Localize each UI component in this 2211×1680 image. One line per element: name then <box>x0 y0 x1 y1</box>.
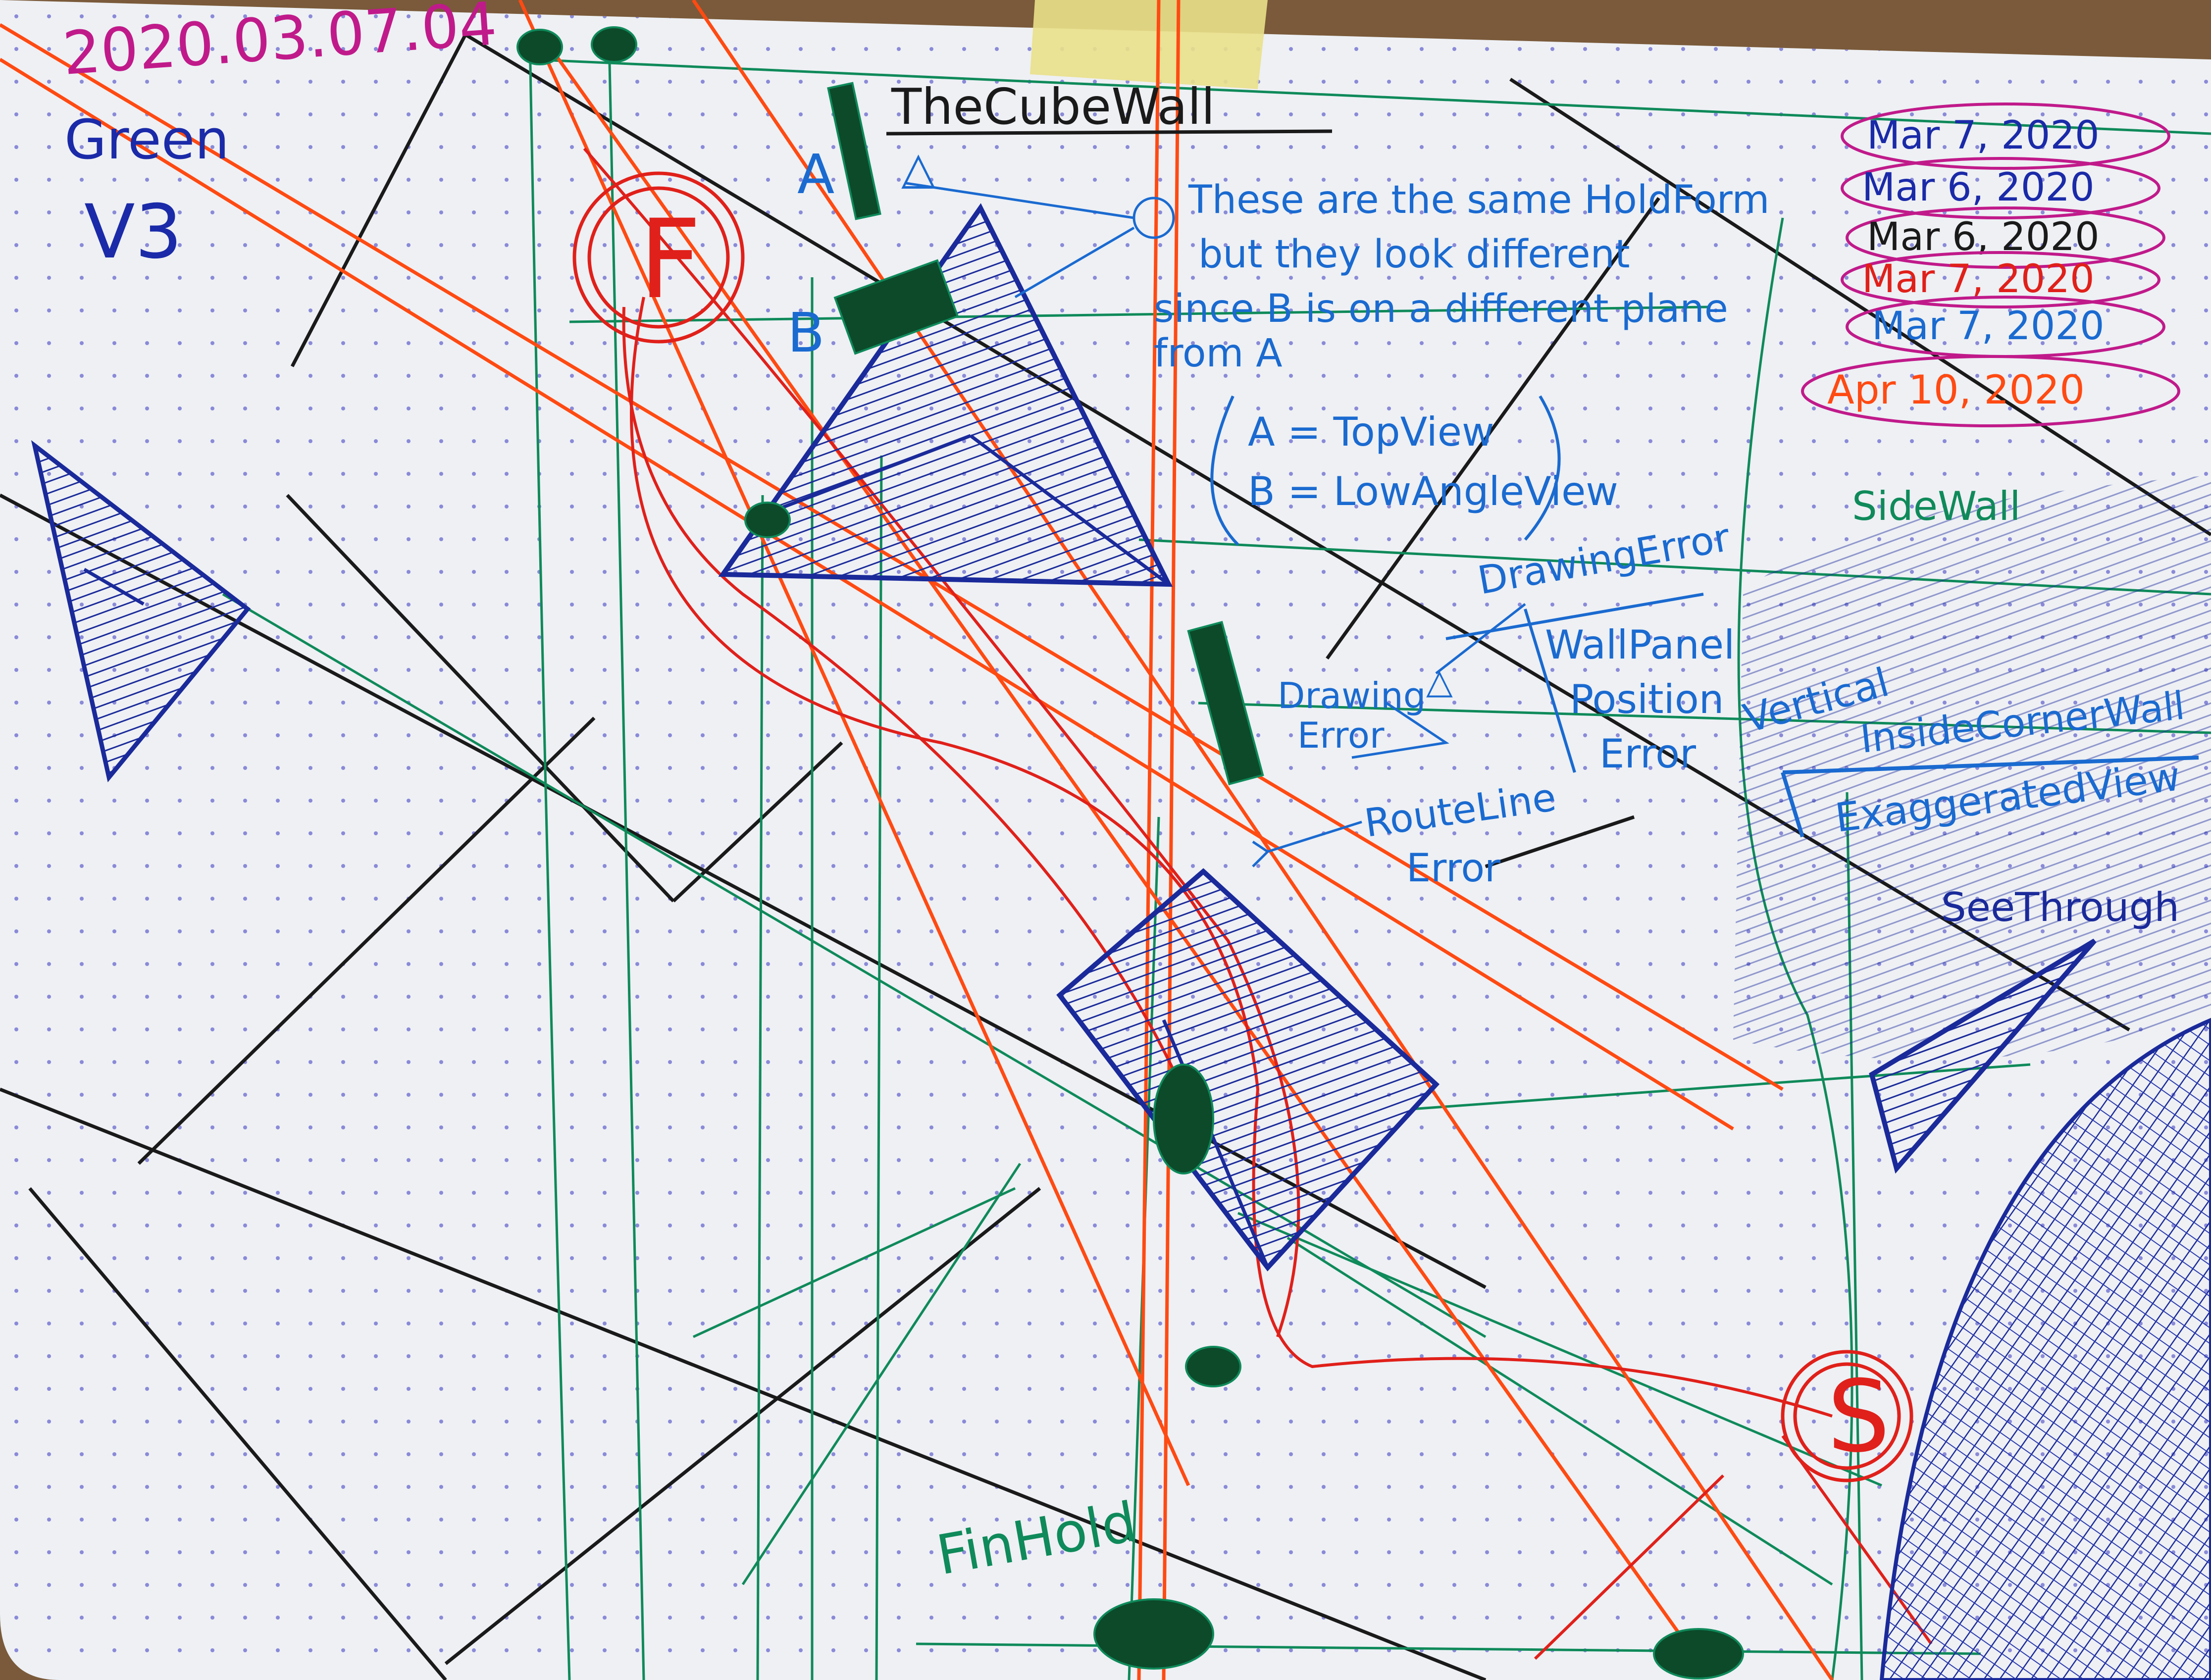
note-line-1: These are the same HoldForm <box>1188 178 1769 222</box>
drawing-error-2a: Drawing <box>1278 675 1426 716</box>
note-b-lowangle: B = LowAngleView <box>1248 468 1618 514</box>
wallpanel-error-1: WallPanel <box>1545 622 1735 668</box>
label-s: S <box>1827 1359 1890 1475</box>
title-underline <box>886 129 1333 136</box>
date-4: Mar 7, 2020 <box>1862 257 2095 302</box>
version-label: V3 <box>84 189 182 275</box>
finish-circle-f <box>572 171 745 344</box>
drawing-error-1-arrow: △ <box>1426 661 1453 702</box>
date-1: Mar 7, 2020 <box>1867 113 2100 158</box>
exaggerated-view-bracket <box>1781 756 2199 838</box>
note-a-topview: A = TopView <box>1248 409 1494 455</box>
masking-tape <box>1030 0 1268 89</box>
side-wall-label: SideWall <box>1852 483 2020 529</box>
same-form-note: These are the same HoldForm but they loo… <box>906 178 1769 546</box>
label-f: F <box>639 196 702 323</box>
date-2: Mar 6, 2020 <box>1862 165 2095 210</box>
note-line-2: but they look different <box>1198 232 1630 277</box>
see-through-label: SeeThrough <box>1941 884 2179 930</box>
see-through-hatched-volume <box>1879 1018 2211 1680</box>
hold-left <box>31 440 251 782</box>
hold-b <box>718 203 1173 587</box>
drawing-error-2b: Error <box>1297 714 1385 756</box>
date-log: Mar 7, 2020 Mar 6, 2020 Mar 6, 2020 Mar … <box>1801 102 2180 427</box>
note-line-3: since B is on a different plane <box>1154 287 1728 331</box>
note-line-4: from A <box>1154 331 1283 376</box>
hold-center <box>1056 868 1440 1272</box>
wall-panel-grid <box>0 33 2211 1680</box>
wallpanel-error-3: Error <box>1599 731 1696 777</box>
foothold-markers <box>516 26 1744 1680</box>
start-circle-s <box>1781 1350 1913 1482</box>
page-title: TheCubeWall <box>891 78 1215 136</box>
label-a: A <box>797 143 834 206</box>
date-6: Apr 10, 2020 <box>1827 367 2085 413</box>
label-b: B <box>787 301 824 364</box>
date-5: Mar 7, 2020 <box>1872 304 2105 349</box>
routeline-error-2: Error <box>1406 846 1501 891</box>
wallpanel-error-2: Position <box>1570 676 1724 722</box>
pen-color-name: Green <box>64 108 229 171</box>
